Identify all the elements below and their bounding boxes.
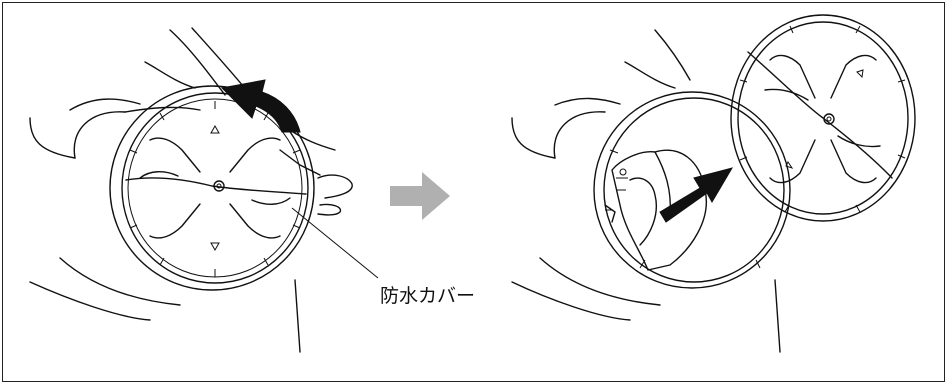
removal-arrow (659, 167, 734, 223)
housing-opening (593, 91, 791, 289)
waterproof-cover-removed (730, 14, 916, 222)
curved-rotation-arrow (220, 79, 301, 133)
product-body-left (29, 98, 321, 353)
figure-frame (2, 2, 945, 382)
label-waterproof-cover: 防水カバー (380, 285, 475, 307)
hand-left (144, 27, 353, 216)
right-illustration-remove-cover (511, 14, 916, 353)
transition-arrow (390, 172, 450, 220)
callout-waterproof-cover: 防水カバー (291, 207, 475, 307)
waterproof-cover-left (109, 85, 315, 291)
left-illustration-rotate-cover: 防水カバー (29, 27, 475, 353)
product-body-right (511, 29, 781, 353)
